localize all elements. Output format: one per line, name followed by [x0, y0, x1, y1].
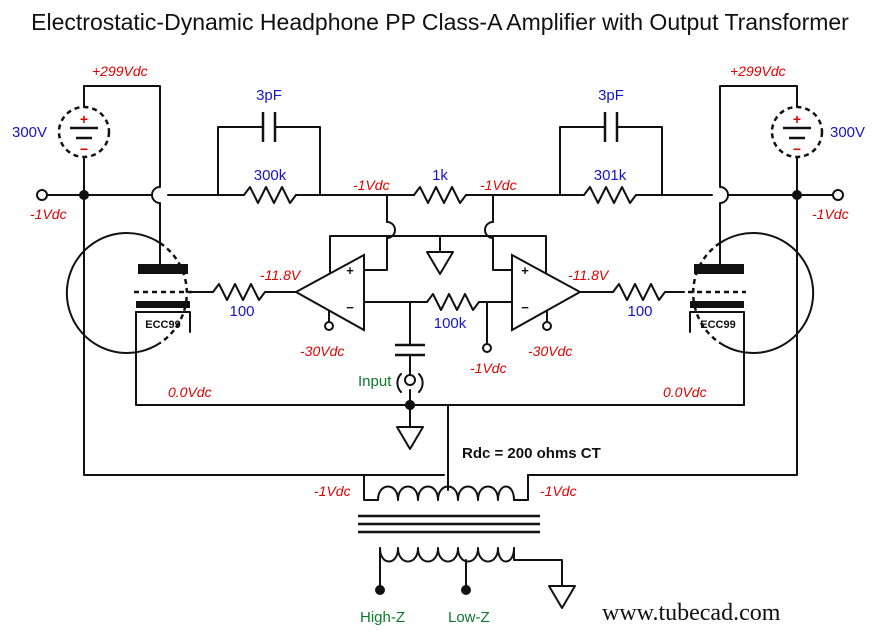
middle-resistor-label: 1k	[432, 167, 448, 184]
svg-text:−: −	[80, 141, 88, 157]
grid-resistor-left-label: 100	[229, 303, 254, 320]
transformer-label: Rdc = 200 ohms CT	[462, 445, 601, 462]
right-input-terminal[interactable]	[832, 189, 844, 201]
low-z-terminal[interactable]	[461, 585, 471, 595]
right-rail-voltage-label: +299Vdc	[730, 63, 786, 79]
input-label: Input	[358, 373, 392, 390]
right-supply-battery: + −	[770, 85, 824, 196]
high-z-terminal[interactable]	[375, 585, 385, 595]
left-cathode-voltage-label: 0.0Vdc	[168, 384, 212, 400]
svg-text:+: +	[346, 263, 354, 278]
svg-text:−: −	[346, 300, 354, 315]
svg-text:−: −	[521, 300, 529, 315]
left-tube: ECC99	[65, 232, 192, 354]
output-ground-symbol	[548, 585, 576, 609]
diagram-title: Electrostatic-Dynamic Headphone PP Class…	[31, 9, 849, 35]
website-label: www.tubecad.com	[602, 600, 781, 626]
bias-supply-terminal	[482, 343, 492, 353]
high-z-label: High-Z	[360, 609, 405, 626]
feedback-cap-right-label: 3pF	[598, 87, 624, 104]
right-opamp-neg-supply	[542, 321, 552, 331]
feedback-resistor-left-label: 300k	[254, 167, 287, 184]
output-transformer	[358, 400, 576, 609]
right-input-voltage-label: -1Vdc	[812, 206, 849, 222]
left-input-terminal[interactable]	[36, 189, 48, 201]
left-rail-voltage-label: +299Vdc	[92, 63, 148, 79]
left-tube-label: ECC99	[145, 319, 180, 331]
feedback-resistor-right	[583, 186, 637, 204]
bias-resistor-label: 100k	[434, 315, 467, 332]
bias-resistor	[426, 293, 480, 311]
bias-supply-voltage-label: -1Vdc	[470, 360, 507, 376]
left-input-voltage-label: -1Vdc	[30, 206, 67, 222]
svg-text:+: +	[80, 111, 88, 127]
feedback-resistor-right-label: 301k	[594, 167, 627, 184]
middle-ground-symbol	[426, 251, 454, 275]
left-opamp-supply-label: -30Vdc	[300, 343, 344, 359]
input-jack[interactable]	[404, 374, 416, 386]
left-transformer-voltage-label: -1Vdc	[314, 483, 351, 499]
svg-text:−: −	[793, 141, 801, 157]
right-cathode-wire	[527, 194, 798, 476]
right-tube: ECC99	[688, 232, 815, 354]
right-node-voltage-label: -1Vdc	[480, 177, 517, 193]
right-plate-wire	[719, 85, 798, 244]
right-supply-voltage-label: 300V	[830, 124, 865, 141]
right-opamp-supply-label: -30Vdc	[528, 343, 572, 359]
left-supply-voltage-label: 300V	[12, 124, 47, 141]
cathode-return-bus	[135, 331, 745, 406]
left-grid-voltage-label: -11.8V	[260, 267, 302, 283]
left-node-voltage-label: -1Vdc	[353, 177, 390, 193]
input-ground-symbol	[396, 426, 424, 450]
left-opamp-neg-supply	[324, 321, 334, 331]
right-transformer-voltage-label: -1Vdc	[540, 483, 577, 499]
grid-resistor-right	[612, 283, 666, 301]
feedback-resistor-left	[243, 186, 297, 204]
grid-resistor-left	[212, 283, 266, 301]
low-z-label: Low-Z	[448, 609, 490, 626]
right-grid-voltage-label: -11.8V	[568, 267, 610, 283]
left-plate-wire	[83, 85, 161, 244]
svg-text:+: +	[793, 111, 801, 127]
right-cathode-voltage-label: 0.0Vdc	[663, 384, 707, 400]
svg-text:+: +	[521, 263, 529, 278]
right-tube-label: ECC99	[700, 319, 735, 331]
left-cathode-wire	[83, 194, 445, 476]
middle-resistor	[413, 186, 467, 204]
left-supply-battery: + −	[57, 85, 111, 196]
grid-resistor-right-label: 100	[627, 303, 652, 320]
feedback-cap-left-label: 3pF	[256, 87, 282, 104]
